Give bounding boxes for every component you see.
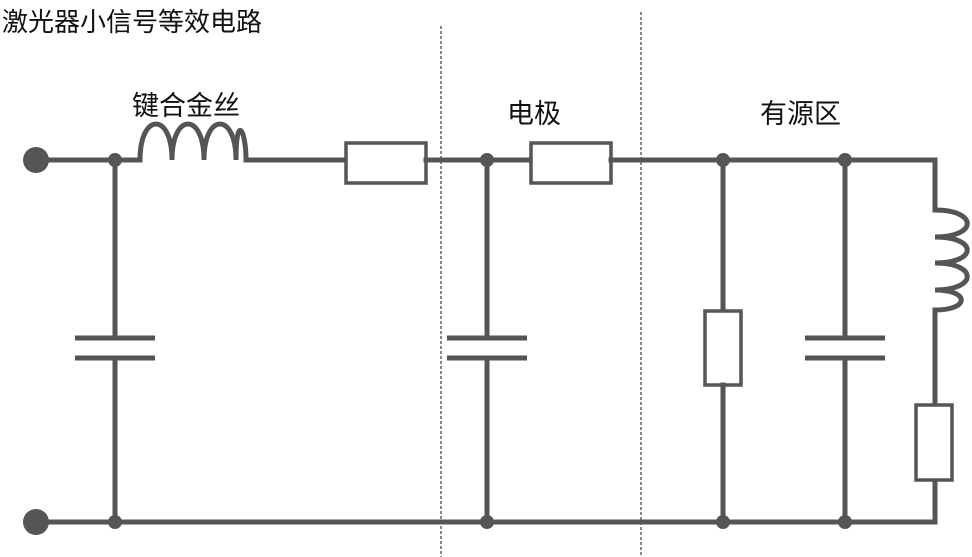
input-terminal-bottom <box>23 509 49 535</box>
active-region-inductor <box>934 207 970 313</box>
bond-resistor <box>344 141 428 185</box>
node-cap3-bottom <box>838 515 852 529</box>
node-cap1-top <box>108 153 122 167</box>
electrode-label: 电极 <box>507 99 561 130</box>
active-region-label: 有源区 <box>760 99 841 130</box>
diagram-title: 激光器小信号等效电路 <box>2 8 263 38</box>
bottom-wire <box>33 477 938 525</box>
node-cap2-bottom <box>480 515 494 529</box>
active-series-resistor <box>914 403 954 482</box>
bond-wire-label: 键合金丝 <box>132 91 240 122</box>
node-res-bottom <box>716 515 730 529</box>
node-cap3-top <box>838 153 852 167</box>
active-shunt-resistor <box>703 309 743 387</box>
top-wire-active <box>608 157 938 213</box>
node-cap1-bottom <box>108 515 122 529</box>
bond-wire-inductor <box>137 121 249 161</box>
input-terminal-top <box>23 147 49 173</box>
node-res-top <box>716 153 730 167</box>
electrode-resistor <box>529 141 613 185</box>
node-cap2-top <box>480 153 494 167</box>
